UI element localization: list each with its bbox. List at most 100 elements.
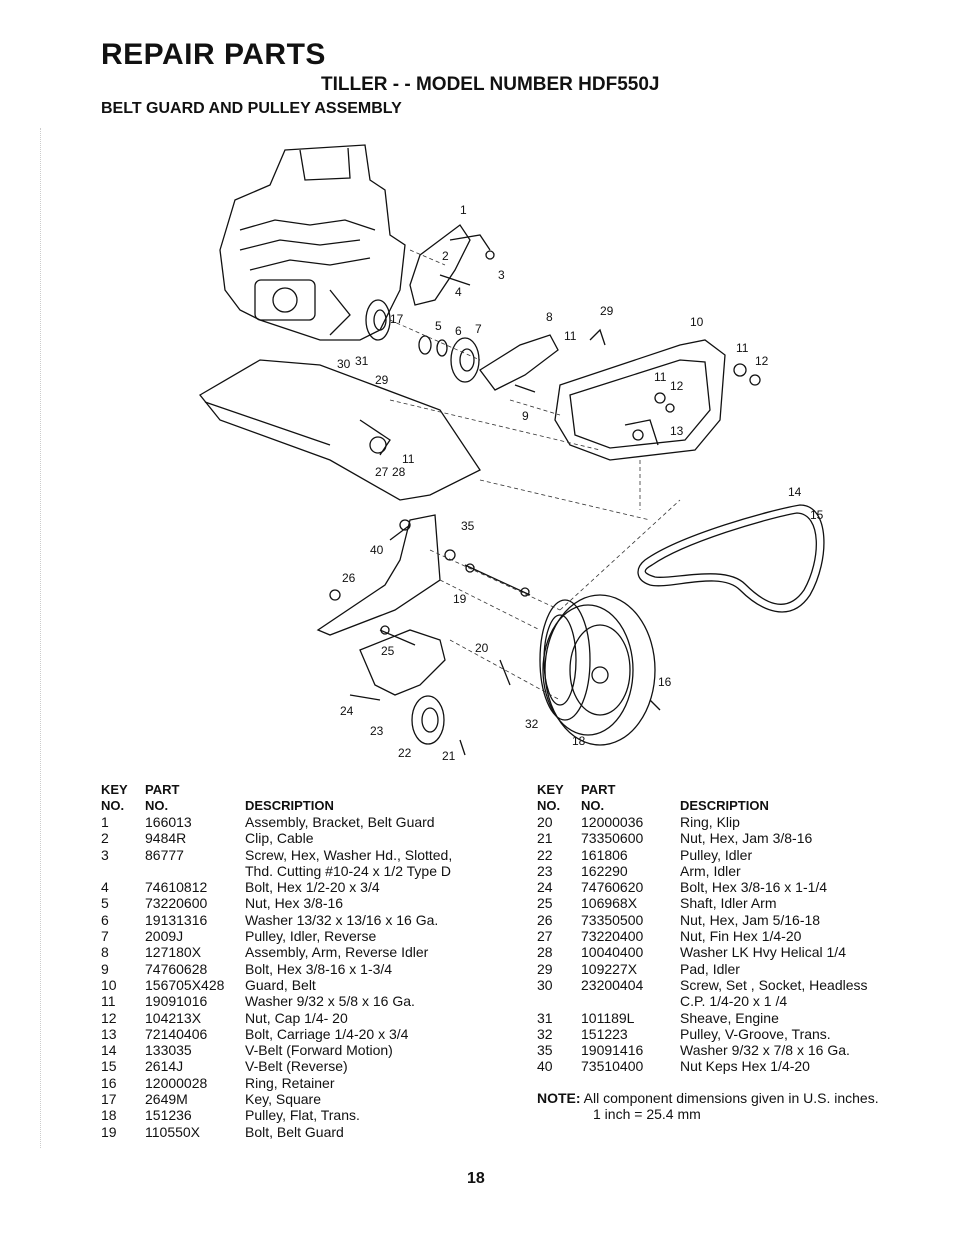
description: Screw, Set , Socket, Headless — [680, 976, 868, 993]
description: Sheave, Engine — [680, 1009, 779, 1026]
callout-label: 5 — [435, 319, 442, 333]
callout-label: 2 — [442, 249, 449, 263]
description: Bolt, Carriage 1/4-20 x 3/4 — [245, 1025, 409, 1042]
part-no: 2614J — [145, 1058, 184, 1075]
description: Bolt, Hex 3/8-16 x 1-1/4 — [680, 879, 828, 896]
key-no: 32 — [537, 1025, 553, 1042]
part-no: 106968X — [581, 895, 638, 912]
callout-label: 28 — [392, 465, 406, 479]
description: V-Belt (Reverse) — [245, 1058, 348, 1075]
description: Washer 9/32 x 5/8 x 16 Ga. — [245, 993, 415, 1010]
exploded-parts-diagram: 1 2 3 4 5 6 7 8 9 10 11 11 11 11 12 12 1… — [180, 140, 840, 770]
parts-diagram-svg: 1 2 3 4 5 6 7 8 9 10 11 11 11 11 12 12 1… — [199, 144, 825, 763]
part-no: 2649M — [145, 1091, 188, 1108]
key-no: 26 — [537, 911, 553, 928]
part-no: 9484R — [145, 830, 187, 847]
description: Shaft, Idler Arm — [680, 895, 777, 912]
key-no: 20 — [537, 814, 553, 830]
part-no: 86777 — [145, 846, 184, 863]
callout-label: 24 — [340, 704, 354, 718]
description: Key, Square — [245, 1091, 322, 1108]
model-subtitle: TILLER - - MODEL NUMBER HDF550J — [321, 74, 660, 95]
part-header: PART — [581, 782, 616, 797]
part-no: 2009J — [145, 928, 184, 945]
part-no: 101189L — [581, 1009, 635, 1026]
margin-rule — [40, 128, 42, 1148]
description: Nut, Hex 3/8-16 — [245, 895, 344, 912]
description: Washer LK Hvy Helical 1/4 — [680, 944, 846, 961]
part-no: 162290 — [581, 862, 628, 879]
description: C.P. 1/4-20 x 1 /4 — [680, 993, 788, 1010]
callout-label: 31 — [355, 354, 369, 368]
key-no: 29 — [537, 960, 553, 977]
callout-label: 21 — [442, 749, 456, 763]
callout-label: 23 — [370, 724, 384, 738]
part-no: 73510400 — [581, 1058, 644, 1075]
callout-label: 13 — [670, 424, 684, 438]
callout-label: 15 — [810, 508, 824, 522]
note-conversion: 1 inch = 25.4 mm — [593, 1106, 701, 1122]
belt-guard-outline — [554, 339, 726, 461]
part-no: 166013 — [145, 814, 192, 830]
part-no: 133035 — [145, 1042, 192, 1059]
callout-label: 12 — [670, 379, 684, 393]
page-number: 18 — [467, 1170, 485, 1187]
engine-outline — [219, 144, 406, 341]
callout-label: 32 — [525, 717, 539, 731]
description: Nut, Hex, Jam 3/8-16 — [680, 830, 813, 847]
description: Pulley, V-Groove, Trans. — [680, 1025, 831, 1042]
callout-label: 11 — [654, 370, 667, 384]
description: Bolt, Belt Guard — [245, 1123, 344, 1140]
key-no: 14 — [101, 1042, 117, 1059]
callout-label: 1 — [460, 203, 467, 217]
callout-label: 10 — [690, 315, 704, 329]
key-no: 27 — [537, 928, 553, 945]
description: Nut, Fin Hex 1/4-20 — [680, 928, 802, 945]
description: Clip, Cable — [245, 830, 314, 847]
shield-outline — [199, 359, 481, 501]
description: Arm, Idler — [680, 862, 741, 879]
description: Ring, Retainer — [245, 1074, 335, 1091]
callout-label: 29 — [375, 373, 389, 387]
part-header: PART — [145, 782, 180, 797]
description: Thd. Cutting #10-24 x 1/2 Type D — [245, 862, 451, 879]
callout-label: 4 — [455, 285, 462, 299]
key-no-header: NO. — [537, 798, 561, 813]
key-no: 12 — [101, 1009, 117, 1026]
callout-label: 30 — [337, 357, 351, 371]
key-no: 7 — [101, 928, 109, 945]
callout-label: 8 — [546, 310, 553, 324]
callout-label: 20 — [475, 641, 489, 655]
key-header: KEY — [537, 782, 564, 797]
callout-label: 35 — [461, 519, 475, 533]
key-no: 30 — [537, 976, 553, 993]
key-no: 9 — [101, 960, 109, 977]
key-no: 19 — [101, 1123, 117, 1140]
key-no: 16 — [101, 1074, 117, 1091]
callout-label: 6 — [455, 324, 462, 338]
callout-label: 22 — [398, 746, 412, 760]
description: Screw, Hex, Washer Hd., Slotted, — [245, 846, 453, 863]
dimension-note: NOTE: All component dimensions given in … — [537, 1090, 879, 1106]
callout-label: 26 — [342, 571, 356, 585]
part-no-header: NO. — [581, 798, 605, 813]
callout-label: 14 — [788, 485, 802, 499]
callout-label: 7 — [475, 322, 482, 336]
key-no: 3 — [101, 846, 109, 863]
description: Nut Keps Hex 1/4-20 — [680, 1058, 810, 1075]
key-no: 24 — [537, 879, 553, 896]
key-no: 31 — [537, 1009, 553, 1026]
callout-label: 11 — [564, 329, 577, 343]
page-title: REPAIR PARTS — [101, 38, 326, 71]
part-no: 156705X428 — [145, 976, 225, 993]
key-no: 10 — [101, 976, 117, 993]
description: Pulley, Flat, Trans. — [245, 1107, 360, 1124]
key-no: 13 — [101, 1025, 117, 1042]
part-no: 110550X — [145, 1123, 201, 1140]
section-title: BELT GUARD AND PULLEY ASSEMBLY — [101, 100, 402, 117]
note-label: NOTE: — [537, 1090, 581, 1106]
key-no: 40 — [537, 1058, 553, 1075]
description-header: DESCRIPTION — [680, 798, 769, 813]
part-no: 74760628 — [145, 960, 208, 977]
key-no: 22 — [537, 846, 553, 863]
